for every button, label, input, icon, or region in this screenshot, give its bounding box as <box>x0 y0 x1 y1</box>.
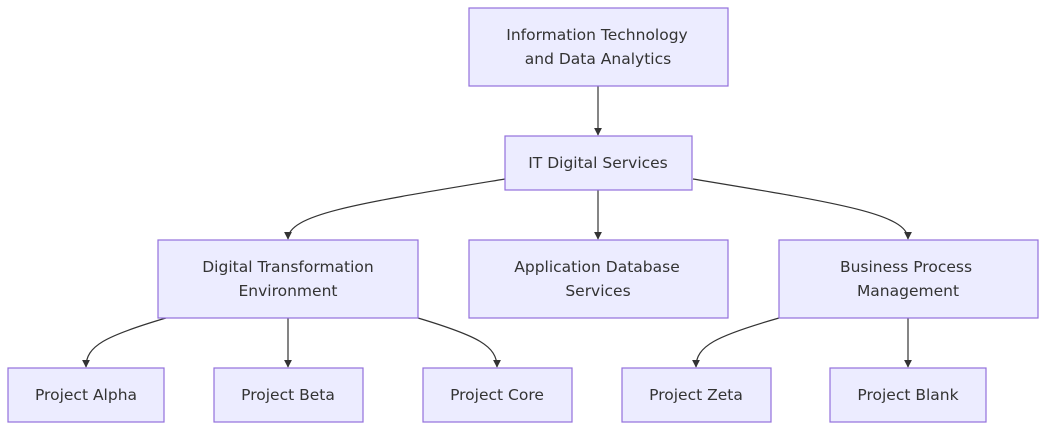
edge-it-to-business-process <box>692 178 912 240</box>
node-label-line: Application Database <box>514 258 680 276</box>
node-it-digital-services[interactable]: IT Digital Services <box>504 135 693 191</box>
node-label-line: Project Blank <box>857 386 958 404</box>
node-project-core[interactable]: Project Core <box>422 367 573 423</box>
node-label-line: Project Zeta <box>649 386 743 404</box>
node-label-line: Project Alpha <box>35 386 137 404</box>
node-label-line: Project Beta <box>241 386 335 404</box>
node-label-line: Project Core <box>450 386 544 404</box>
node-label-line: Management <box>857 282 959 300</box>
node-label-line: and Data Analytics <box>525 50 671 68</box>
node-information-technology[interactable]: Information Technology and Data Analytic… <box>468 7 729 87</box>
node-project-zeta[interactable]: Project Zeta <box>621 367 772 423</box>
node-project-blank[interactable]: Project Blank <box>829 367 987 423</box>
edge-it-to-digital-transformation <box>284 178 506 240</box>
node-label-line: Business Process <box>840 258 972 276</box>
edge-dte-to-project-core <box>417 317 501 368</box>
node-label-line: Digital Transformation <box>202 258 373 276</box>
node-label-line: Services <box>565 282 630 300</box>
edge-dte-to-project-alpha <box>82 317 167 368</box>
node-label-line: Information Technology <box>506 26 687 44</box>
node-project-beta[interactable]: Project Beta <box>213 367 364 423</box>
node-label-line: Environment <box>239 282 338 300</box>
edge-bpm-to-project-zeta <box>692 317 780 368</box>
node-project-alpha[interactable]: Project Alpha <box>7 367 165 423</box>
node-digital-transformation[interactable]: Digital Transformation Environment <box>157 239 419 319</box>
node-label-line: IT Digital Services <box>528 154 668 172</box>
node-application-database[interactable]: Application Database Services <box>468 239 729 319</box>
node-business-process[interactable]: Business Process Management <box>778 239 1039 319</box>
edges <box>82 86 912 368</box>
